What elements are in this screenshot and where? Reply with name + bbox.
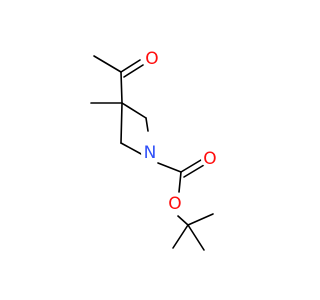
bond-acetyl-quaternary: [120, 71, 123, 104]
atom-o-ester: O: [166, 194, 184, 214]
bond-n-carbamate: [157, 162, 182, 173]
atom-o-carbonyl: O: [201, 149, 219, 169]
atom-n-ring-label: N: [144, 143, 157, 163]
bond-carbamate-carbonyl-double: [180, 159, 205, 178]
bond-ring-bottom: [120, 142, 144, 156]
bond-carbamate-ester-o: [178, 171, 182, 193]
atom-o-ester-label: O: [168, 194, 181, 214]
bond-tbutyl-methyl-bottom: [187, 224, 205, 251]
bond-tbutyl-methyl-left: [172, 224, 189, 249]
bond-ring-right: [145, 117, 149, 132]
atom-o-carbonyl-label: O: [203, 149, 216, 169]
bond-methyl-acetyl: [93, 55, 122, 73]
bond-acetyl-carbonyl-double: [120, 59, 144, 78]
bond-tbutyl-methyl-top: [187, 213, 214, 226]
bond-ring-left: [120, 102, 123, 144]
bond-ring-top: [121, 102, 147, 119]
atom-n-ring: N: [141, 143, 159, 163]
atom-o-ketone: O: [143, 49, 161, 69]
bond-ester-o-tbutyl: [177, 215, 189, 226]
molecule-structure-diagram: O N O O: [90, 49, 219, 251]
atom-o-ketone-label: O: [145, 49, 158, 69]
